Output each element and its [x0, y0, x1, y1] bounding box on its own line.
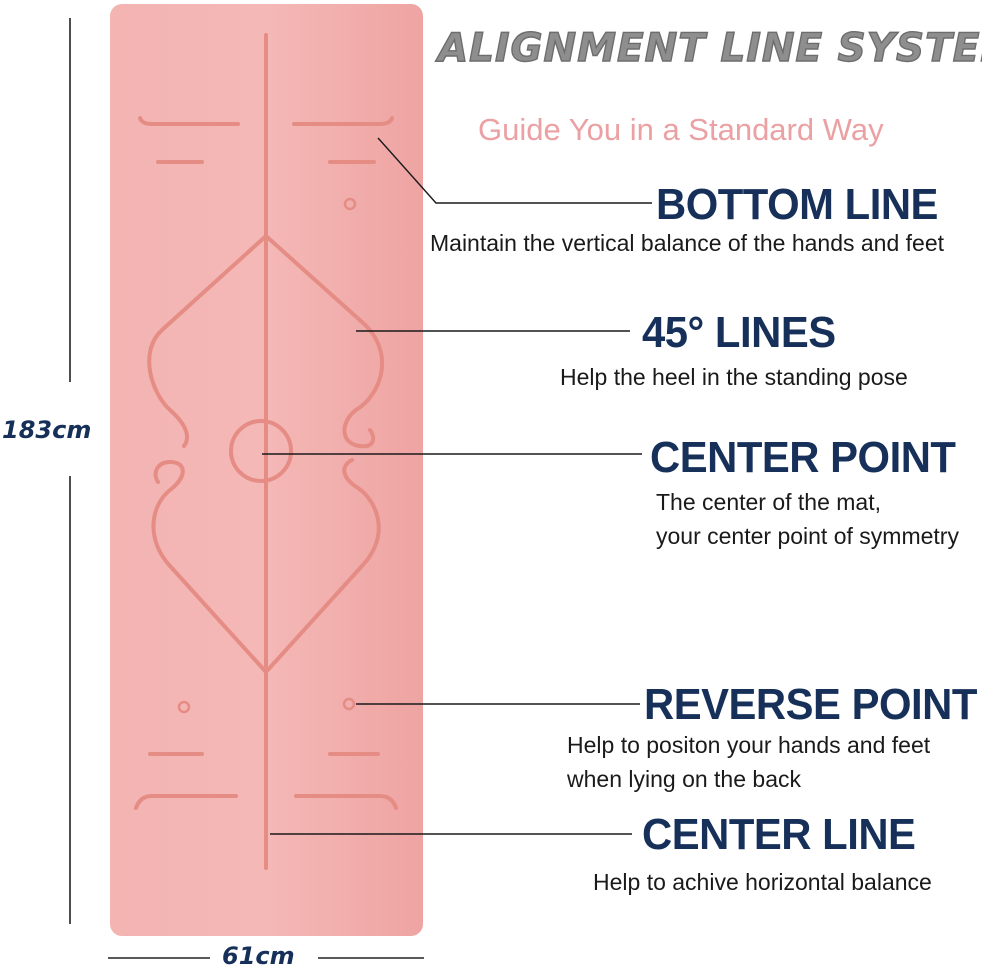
center-point-description-line2: your center point of symmetry — [656, 523, 959, 549]
leader-lines — [262, 137, 652, 835]
center-line-title: CENTER LINE — [642, 810, 916, 859]
reverse-point-title: REVERSE POINT — [644, 680, 977, 729]
page-title: ALIGNMENT LINE SYSTEM — [437, 25, 982, 71]
45-lines-description: Help the heel in the standing pose — [560, 364, 908, 390]
reverse-point-description-line1: Help to positon your hands and feet — [567, 732, 931, 758]
page-subtitle: Guide You in a Standard Way — [478, 112, 884, 147]
center-point-title: CENTER POINT — [650, 433, 956, 482]
alignment-lines — [134, 33, 398, 870]
bottom-line-title: BOTTOM LINE — [656, 180, 938, 229]
center-point-description-line1: The center of the mat, — [656, 489, 882, 515]
reverse-point-description-line2: when lying on the back — [567, 766, 801, 792]
width-label: 61cm — [222, 942, 295, 970]
center-line-description: Help to achive horizontal balance — [593, 869, 932, 895]
bottom-line-description: Maintain the vertical balance of the han… — [430, 230, 945, 256]
length-label: 183cm — [2, 416, 92, 444]
45-lines-title: 45° LINES — [642, 308, 836, 357]
